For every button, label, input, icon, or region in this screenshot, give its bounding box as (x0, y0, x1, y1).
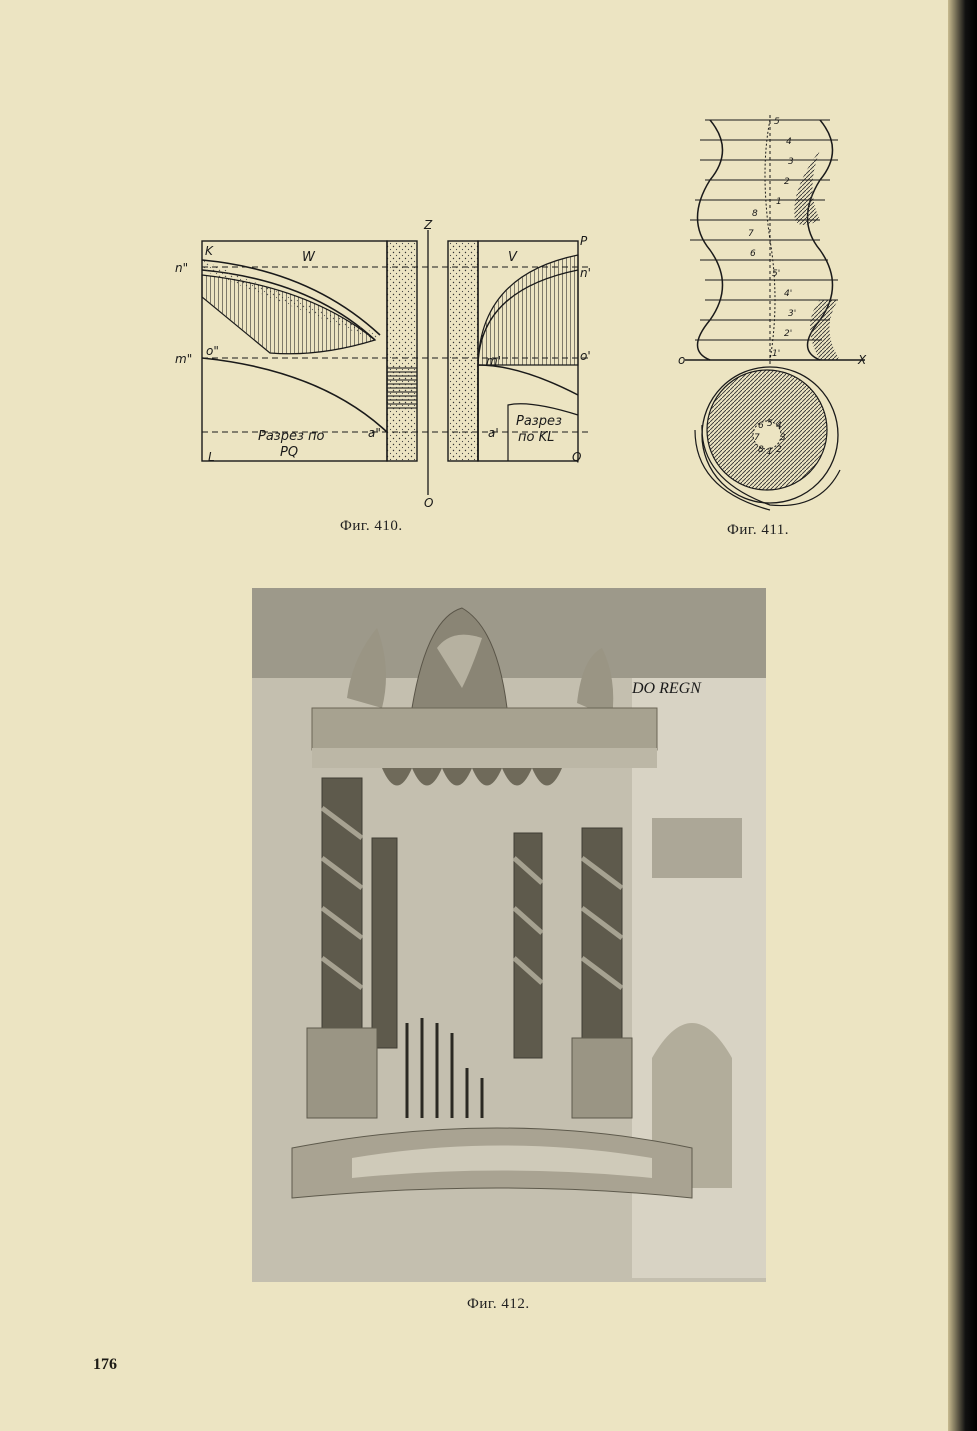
label-m1: m' (486, 354, 501, 368)
section-label-kl-line2: по KL (518, 430, 554, 445)
label-a2: a" (368, 426, 381, 440)
background-inscription: DO REGN (631, 680, 702, 697)
page-number: 176 (93, 1356, 117, 1373)
label-m2: m" (175, 352, 192, 366)
label-4: 4 (786, 137, 792, 147)
label-c8: 8 (758, 445, 764, 455)
label-1: 1 (776, 197, 782, 207)
label-o1: o' (580, 349, 591, 363)
label-Z: Z (423, 218, 433, 232)
label-4p: 4' (784, 289, 792, 299)
label-W: W (302, 250, 316, 265)
section-label-kl-line1: Разрез (516, 414, 562, 429)
label-o2: o" (206, 344, 219, 358)
label-n2: n" (175, 261, 188, 275)
label-c5: 5 (767, 419, 773, 429)
figure-411-drawing: 5 4 3 2 1 8 7 6 5' 4' 3' 2' 1' 6 5 4 7 3… (678, 115, 867, 511)
label-K: K (205, 244, 214, 258)
label-c2: 2 (776, 445, 782, 455)
label-n1: n' (580, 266, 591, 280)
label-1p: 1' (772, 349, 780, 359)
label-Q: Q (572, 450, 581, 464)
label-V: V (508, 250, 518, 265)
label-c4: 4 (776, 421, 782, 431)
label-5p: 5' (772, 269, 780, 279)
section-label-pq-line1: Разрез по (258, 429, 325, 444)
label-x: X (857, 353, 867, 367)
section-label-pq-line2: PQ (280, 445, 298, 460)
label-c3: 3 (780, 433, 786, 443)
label-o: o (678, 353, 685, 367)
label-6: 6 (750, 249, 756, 259)
label-a1: a' (488, 426, 499, 440)
label-8: 8 (752, 209, 758, 219)
figure-412-photograph: DO REGN (252, 588, 766, 1282)
page-edge-shadow (948, 0, 977, 1431)
label-P: P (580, 234, 588, 248)
label-2: 2 (784, 177, 790, 187)
label-c7: 7 (754, 433, 760, 443)
figure-411-caption: Фиг. 411. (727, 522, 790, 538)
label-2p: 2' (784, 329, 792, 339)
label-c1: 1 (767, 447, 773, 457)
label-5: 5 (774, 117, 780, 127)
label-3p: 3' (788, 309, 796, 319)
label-7: 7 (748, 229, 754, 239)
figure-410-drawing: K W n" o" m" L a" Разрез по PQ Z O P V n… (175, 218, 591, 510)
label-O: O (424, 496, 433, 510)
label-L: L (208, 450, 215, 464)
figure-412-caption: Фиг. 412. (467, 1296, 530, 1312)
baldachin-illustration: DO REGN (252, 588, 766, 1282)
label-c6: 6 (758, 421, 764, 431)
figure-410-caption: Фиг. 410. (340, 518, 403, 534)
label-3: 3 (788, 157, 794, 167)
